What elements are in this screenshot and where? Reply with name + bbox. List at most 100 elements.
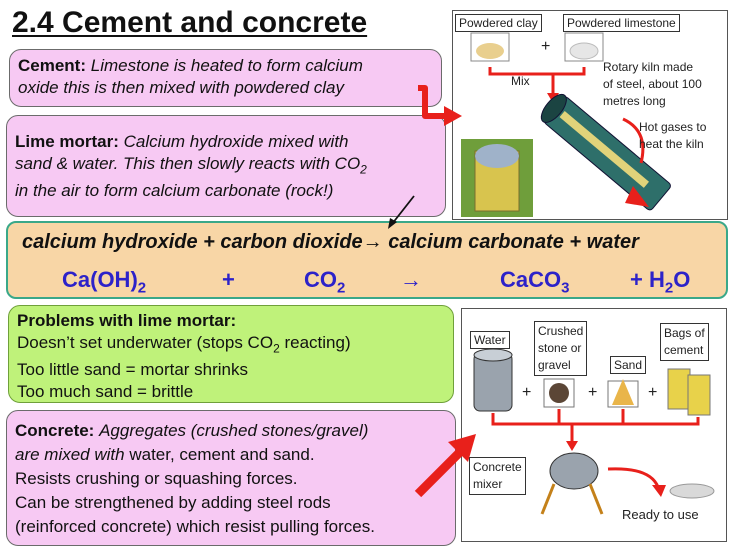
stone-label: Crushed stone or gravel — [534, 321, 588, 376]
clay-feed-line — [488, 67, 553, 76]
rotary-kiln-icon — [540, 93, 671, 211]
kiln-contents — [559, 111, 649, 188]
symbol-co2-text: CO — [304, 267, 337, 292]
hot-gases-label: Hot gases to heat the kiln — [639, 119, 706, 153]
water-label: Water — [470, 331, 510, 349]
mixer-leg-1 — [540, 483, 556, 515]
mixer-label: Concrete mixer — [469, 457, 526, 495]
hot-gases-label-2: heat the kiln — [639, 137, 704, 151]
kiln-label-3: metres long — [603, 94, 666, 108]
lime-mortar-heading: Lime mortar: — [15, 132, 119, 151]
water-barrel-top — [473, 348, 513, 362]
symbol-water-sub: 2 — [664, 279, 674, 297]
stone-label-3: gravel — [538, 358, 571, 372]
concrete-line-1: Aggregates (crushed stones/gravel) — [99, 421, 369, 440]
concrete-line-2b: water, cement and sand. — [124, 445, 315, 464]
symbol-co2-sub: 2 — [337, 279, 346, 297]
symbol-water: + H2O — [630, 267, 690, 296]
symbol-caco3: CaCO3 — [500, 267, 569, 296]
cement-powder-icon — [475, 144, 519, 168]
concrete-to-diagram-arrow-head — [448, 434, 476, 462]
symbol-water-o: O — [673, 267, 691, 292]
problems-line-2: Too little sand = mortar shrinks — [17, 360, 249, 380]
plus-2: + — [588, 384, 598, 401]
concrete-line-5: (reinforced concrete) which resist pulli… — [15, 517, 375, 536]
kiln-label-1: Rotary kiln made — [603, 60, 694, 74]
sand-pile-icon — [612, 379, 634, 405]
cement-heading: Cement: — [18, 56, 87, 75]
symbol-ca-oh-2: Ca(OH)2 — [62, 267, 146, 296]
symbol-ca-oh-text: Ca(OH) — [62, 267, 138, 292]
problems-line-1-sub: 2 — [273, 341, 280, 356]
limestone-powder-icon — [569, 42, 599, 60]
symbol-ca-oh-sub: 2 — [137, 279, 147, 297]
stone-label-1: Crushed — [538, 324, 584, 338]
word-equation-arrow: → — [362, 231, 383, 253]
symbol-co2: CO2 — [304, 267, 345, 296]
concrete-heading: Concrete: — [15, 421, 95, 440]
concrete-line-4: Can be strengthened by adding steel rods — [15, 493, 331, 512]
kiln-label: Rotary kiln made of steel, about 100 met… — [603, 59, 702, 110]
cement-text-2: oxide this is then mixed with powdered c… — [18, 78, 344, 97]
lime-to-equation-arrow — [391, 195, 415, 225]
problems-line-3: Too much sand = brittle — [17, 382, 194, 402]
symbol-water-h: + H — [630, 267, 665, 292]
cement-to-kiln-arrow — [418, 85, 446, 119]
lime-mortar-sub: 2 — [360, 162, 367, 177]
problems-heading: Problems with lime mortar: — [17, 311, 237, 330]
concrete-line-2a: are mixed with — [15, 445, 125, 464]
feed-arrow-head — [566, 441, 578, 451]
symbol-plus-1: + — [222, 267, 235, 292]
mixer-label-2: mixer — [473, 477, 503, 491]
kiln-diagram: Powdered clay Powdered limestone + Mix R… — [452, 10, 728, 220]
lime-mortar-text-2: sand & water. This then slowly reacts wi… — [15, 154, 361, 173]
concrete-drawing — [473, 348, 715, 515]
stone-label-2: stone or — [538, 341, 582, 355]
word-equation: calcium hydroxide + carbon dioxide→ calc… — [22, 231, 639, 254]
cement-bags-label-2: cement — [664, 343, 704, 357]
concrete-to-diagram-arrow — [414, 448, 464, 498]
symbol-caco3-text: CaCO — [500, 267, 562, 292]
output-arrow-head — [652, 485, 666, 497]
hot-gases-label-1: Hot gases to — [639, 120, 707, 134]
cement-to-kiln-arrow-head — [444, 106, 462, 126]
ready-concrete-pile-icon — [669, 483, 715, 499]
mixer-leg-2 — [588, 483, 604, 515]
problems-line-1: Doesn’t set underwater (stops CO2 reacti… — [17, 333, 351, 356]
feed-line-main — [491, 413, 700, 426]
mixer-label-1: Concrete — [473, 460, 522, 474]
concrete-box: Concrete: Aggregates (crushed stones/gra… — [6, 410, 456, 546]
plus-1: + — [522, 384, 532, 401]
plus-label: + — [541, 38, 551, 55]
problems-line-1a: Doesn’t set underwater (stops CO — [17, 333, 274, 352]
clay-label: Powdered clay — [455, 14, 542, 32]
cement-box: Cement: Limestone is heated to form calc… — [9, 49, 442, 107]
gravel-icon — [549, 383, 569, 403]
sand-label: Sand — [610, 356, 647, 374]
word-equation-left: calcium hydroxide + carbon dioxide — [22, 231, 363, 253]
cement-bag-2-icon — [687, 374, 711, 416]
clay-powder-icon — [476, 43, 504, 59]
output-arrow — [607, 467, 660, 488]
lime-mortar-text-1: Calcium hydroxide mixed with — [123, 132, 349, 151]
page-title: 2.4 Cement and concrete — [12, 6, 368, 39]
concrete-line-3: Resists crushing or squashing forces. — [15, 469, 298, 488]
concrete-mixer-icon — [549, 452, 599, 490]
concrete-diagram: Water Crushed stone or gravel Sand Bags … — [461, 308, 727, 542]
cement-text-1: Limestone is heated to form calcium — [90, 56, 363, 75]
symbol-arrow: → — [400, 267, 422, 292]
plus-3: + — [648, 384, 658, 401]
kiln-end — [540, 93, 567, 123]
word-equation-right: calcium carbonate + water — [388, 231, 639, 253]
kiln-output-arrow — [625, 186, 649, 207]
problems-line-1b: reacting) — [279, 333, 351, 352]
lime-mortar-box: Lime mortar: Calcium hydroxide mixed wit… — [6, 115, 446, 217]
limestone-feed-line — [551, 67, 586, 96]
cement-bags-label: Bags of cement — [660, 323, 709, 361]
ready-label: Ready to use — [622, 507, 699, 522]
symbol-caco3-sub: 3 — [561, 279, 570, 297]
kiln-label-2: of steel, about 100 — [603, 77, 702, 91]
kiln-rotation-arrow — [622, 117, 645, 164]
lime-to-equation-arrow-head — [388, 218, 397, 229]
